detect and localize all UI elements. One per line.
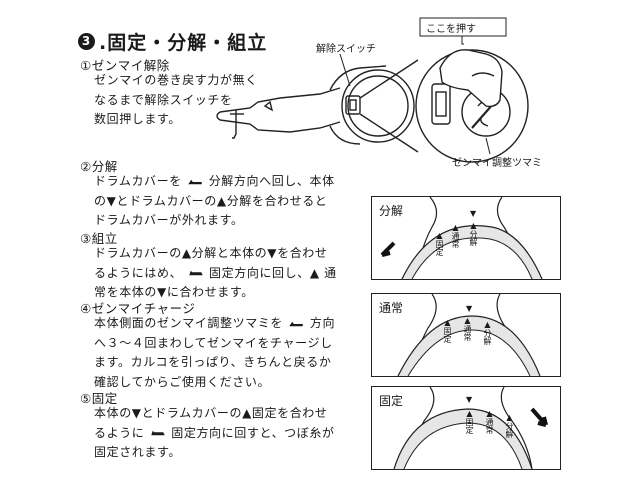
section-body-fix: 本体の▼とドラムカバーの▲固定を合わせ るように 固定方向に回すと、つぼ糸が 固… bbox=[94, 404, 335, 463]
panel-label-fixed: 固定 bbox=[379, 394, 404, 408]
section-heading-charge: ④ゼンマイチャージ bbox=[80, 301, 196, 316]
push-here-label: ここを押す bbox=[426, 24, 476, 35]
section-body-charge: 本体側面のゼンマイ調整ツマミを 方向 へ３～４回まわしてゼンマイをチャージし ま… bbox=[94, 314, 335, 392]
chalk-line-tool-icon bbox=[216, 59, 419, 153]
text-line: ドラムカバーの▲分解と本体の▼を合わせ bbox=[94, 246, 328, 260]
drum-marks: ▲通常 bbox=[485, 409, 494, 434]
section-heading-assemble: ③組立 bbox=[80, 231, 118, 246]
text-span: ドラムカバーを bbox=[94, 174, 182, 188]
drum-marks: ▲通常 bbox=[463, 316, 472, 341]
push-here-box bbox=[419, 17, 507, 37]
text-span: 本体側面のゼンマイ調整ツマミを bbox=[94, 316, 284, 330]
body-pointer-mark: ▼ bbox=[470, 209, 477, 218]
panel-disassemble: 分解 ▼ ▲固定 ▲通常 ▲分解 bbox=[371, 196, 561, 280]
fix-direction-arrow-icon-2 bbox=[151, 430, 165, 436]
text-line: 確認してからご使用ください。 bbox=[94, 374, 271, 389]
text-line: 本体の▼とドラムカバーの▲固定を合わせ bbox=[94, 406, 328, 420]
panel-drawing bbox=[380, 197, 543, 279]
drum-marks: ▲固定 bbox=[465, 409, 474, 434]
drum-marks: ▲分解 bbox=[505, 413, 514, 438]
text-span: 固定方向に回すと、つぼ糸が bbox=[171, 425, 335, 440]
drum-marks: ▲通常 bbox=[451, 223, 460, 248]
section-heading-fix: ⑤固定 bbox=[80, 391, 118, 406]
text-span: 固定方向に回し、▲ 通 bbox=[209, 265, 337, 280]
text-line: へ３～４回まわしてゼンマイをチャージし bbox=[94, 335, 333, 350]
text-line: 常を本体の▼に合わせます。 bbox=[94, 285, 254, 299]
spring-knob-label: ゼンマイ調整ツマミ bbox=[452, 158, 542, 169]
section-body-assemble: ドラムカバーの▲分解と本体の▼を合わせ るようにはめ、 固定方向に回し、▲ 通 … bbox=[94, 244, 337, 303]
text-line: ドラムカバーが外れます。 bbox=[94, 213, 244, 227]
finger-icon bbox=[439, 49, 503, 108]
panel-fixed: 固定 ▼ ▲固定 ▲通常 ▲分解 bbox=[371, 386, 561, 470]
panel-label-disassemble: 分解 bbox=[379, 204, 404, 218]
disassemble-direction-arrow-icon bbox=[188, 179, 203, 184]
section-body-release: ゼンマイの巻き戻す力が無く なるまで解除スイッチを 数回押します。 bbox=[94, 71, 258, 130]
text-line: なるまで解除スイッチを bbox=[94, 92, 233, 107]
release-switch-label: 解除スイッチ bbox=[316, 44, 376, 55]
drum-marks: ▲固定 bbox=[435, 231, 444, 256]
tool-illustration bbox=[216, 17, 529, 163]
panel-normal: 通常 ▼ ▲固定 ▲通常 ▲分解 bbox=[371, 293, 561, 377]
text-line: の▼とドラムカバーの▲分解を合わせると bbox=[94, 193, 328, 208]
panel-label-normal: 通常 bbox=[379, 301, 404, 315]
section-body-disassemble: ドラムカバーを 分解方向へ回し、本体 の▼とドラムカバーの▲分解を合わせると ド… bbox=[94, 172, 335, 231]
title-text: .固定・分解・組立 bbox=[99, 32, 268, 54]
charge-direction-arrow-icon bbox=[289, 321, 304, 326]
text-line: るようにはめ、 固定方向に回し、▲ 通 bbox=[94, 264, 337, 284]
text-line: 固定されます。 bbox=[94, 445, 182, 459]
section-heading-release: ①ゼンマイ解除 bbox=[80, 58, 170, 73]
step-badge: 3 bbox=[78, 33, 95, 50]
text-line: 本体側面のゼンマイ調整ツマミを 方向 bbox=[94, 314, 335, 334]
body-pointer-mark: ▼ bbox=[466, 395, 473, 404]
text-span: 分解方向へ回し、本体 bbox=[208, 174, 335, 188]
drum-marks: ▲分解 bbox=[483, 320, 492, 345]
panel-drawing bbox=[397, 294, 541, 376]
text-line: 数回押します。 bbox=[94, 112, 182, 126]
body-pointer-mark: ▼ bbox=[466, 304, 473, 313]
text-line: ゼンマイの巻き戻す力が無く bbox=[94, 73, 258, 87]
drum-marks: ▲分解 bbox=[469, 221, 478, 246]
text-line: ドラムカバーを 分解方向へ回し、本体 bbox=[94, 172, 335, 192]
text-span: るように bbox=[94, 425, 145, 440]
text-line: るように 固定方向に回すと、つぼ糸が bbox=[94, 424, 335, 444]
drum-marks: ▲固定 bbox=[443, 318, 452, 343]
fix-direction-arrow-icon bbox=[188, 270, 203, 276]
panel-drawing bbox=[393, 387, 548, 469]
text-line: ます。カルコを引っぱり、きちんと戻るか bbox=[94, 355, 332, 369]
page-title: 3 .固定・分解・組立 bbox=[78, 28, 267, 55]
text-span: 方向 bbox=[309, 316, 336, 330]
text-span: るようにはめ、 bbox=[94, 265, 183, 280]
section-heading-disassemble: ②分解 bbox=[80, 159, 118, 174]
